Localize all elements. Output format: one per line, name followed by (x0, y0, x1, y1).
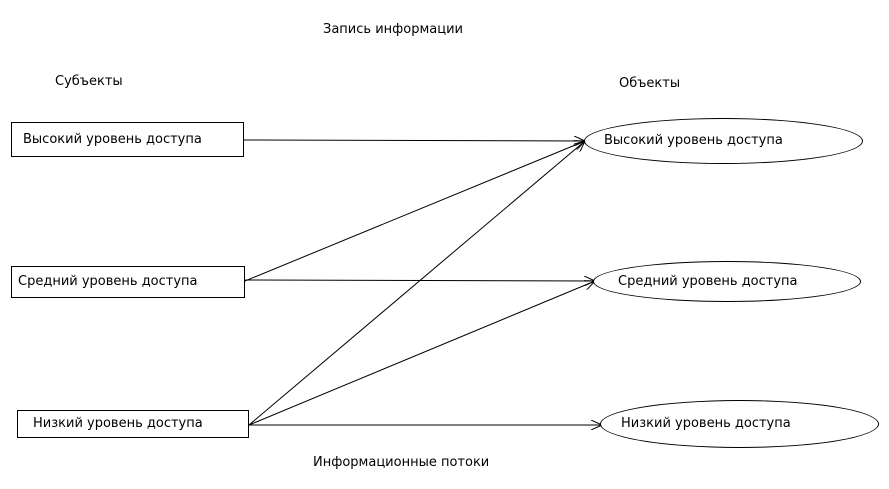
flow-arrow-subjects-0-to-objects-0 (243, 140, 585, 141)
subject-label-high: Высокий уровень доступа (23, 131, 202, 147)
flows-caption: Информационные потоки (313, 455, 490, 470)
subject-label-medium: Средний уровень доступа (18, 274, 198, 289)
object-ellipse-low: Низкий уровень доступа (600, 400, 879, 448)
object-label-high: Высокий уровень доступа (604, 133, 783, 148)
object-ellipse-high: Высокий уровень доступа (584, 118, 863, 164)
subject-label-low: Низкий уровень доступа (33, 416, 203, 431)
subject-box-low: Низкий уровень доступа (17, 410, 249, 438)
diagram-title: Запись информации (323, 22, 463, 37)
object-label-low: Низкий уровень доступа (621, 416, 791, 431)
subjects-header: Субъекты (55, 74, 123, 89)
subject-box-high: Высокий уровень доступа (11, 122, 244, 157)
subject-box-medium: Средний уровень доступа (11, 266, 245, 298)
objects-header: Объекты (619, 76, 681, 91)
flow-arrow-subjects-2-to-objects-1 (248, 281, 595, 426)
flow-arrow-subjects-1-to-objects-0 (244, 141, 585, 282)
object-ellipse-medium: Средний уровень доступа (593, 261, 861, 302)
object-label-medium: Средний уровень доступа (618, 273, 798, 289)
flow-arrow-subjects-2-to-objects-0 (248, 141, 585, 426)
